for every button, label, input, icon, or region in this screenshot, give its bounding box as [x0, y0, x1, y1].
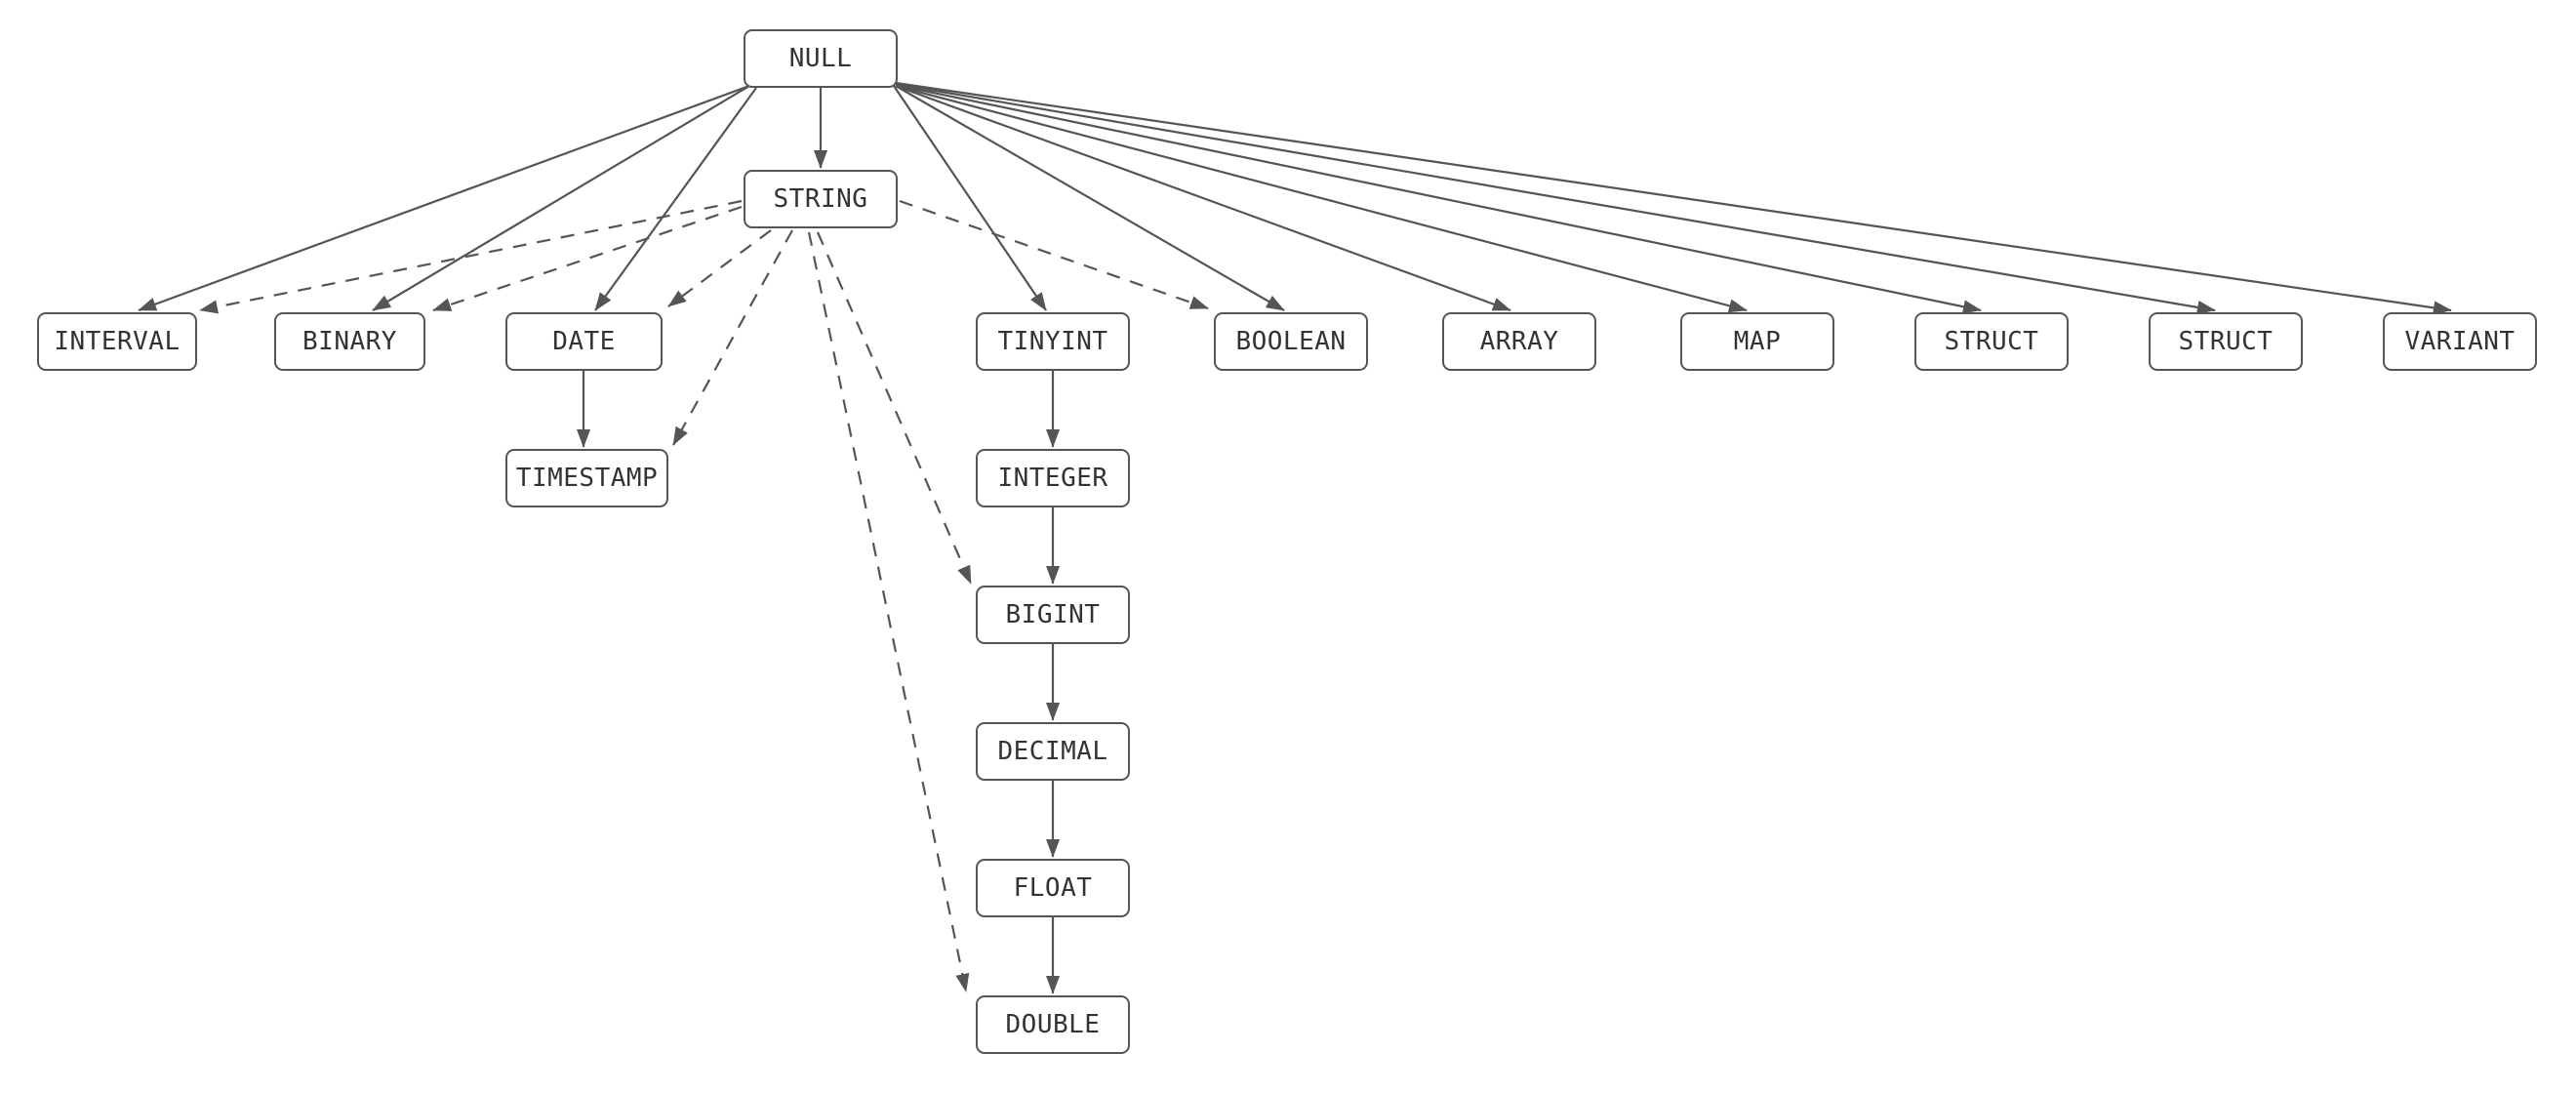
node-timestamp[interactable]: TIMESTAMP	[505, 449, 668, 507]
edge-null-to-date	[594, 87, 757, 311]
edge-null-to-variant	[895, 81, 2452, 315]
node-label-binary: BINARY	[302, 327, 397, 356]
node-null[interactable]: NULL	[744, 29, 898, 88]
node-label-integer: INTEGER	[997, 464, 1108, 493]
node-label-timestamp: TIMESTAMP	[515, 464, 659, 493]
node-label-boolean: BOOLEAN	[1235, 327, 1347, 356]
node-decimal[interactable]: DECIMAL	[976, 722, 1130, 781]
node-boolean[interactable]: BOOLEAN	[1214, 312, 1368, 371]
node-label-variant: VARIANT	[2404, 327, 2516, 356]
node-struct1[interactable]: STRUCT	[1914, 312, 2069, 371]
node-double[interactable]: DOUBLE	[976, 995, 1130, 1054]
edge-string-to-bigint	[816, 231, 973, 585]
edge-null-to-struct1	[895, 83, 1982, 314]
edge-null-to-binary	[372, 85, 750, 311]
node-struct2[interactable]: STRUCT	[2149, 312, 2303, 371]
node-label-date: DATE	[552, 327, 616, 356]
node-date[interactable]: DATE	[505, 312, 663, 371]
node-label-array: ARRAY	[1479, 327, 1559, 356]
node-integer[interactable]: INTEGER	[976, 449, 1130, 507]
edge-string-to-double	[807, 231, 970, 992]
node-label-struct1: STRUCT	[1944, 327, 2039, 356]
node-string[interactable]: STRING	[744, 170, 898, 228]
node-label-map: MAP	[1733, 327, 1782, 356]
node-float[interactable]: FLOAT	[976, 859, 1130, 917]
node-label-double: DOUBLE	[1005, 1010, 1101, 1039]
edge-null-to-interval	[138, 84, 750, 312]
edge-null-to-array	[895, 84, 1511, 312]
edge-null-to-map	[895, 84, 1748, 313]
node-array[interactable]: ARRAY	[1442, 312, 1596, 371]
edge-null-to-boolean	[895, 85, 1285, 311]
node-label-float: FLOAT	[1013, 873, 1093, 903]
edge-string-to-binary	[432, 205, 743, 312]
node-label-decimal: DECIMAL	[997, 737, 1108, 766]
edge-null-to-tinyint	[893, 85, 1047, 311]
node-label-string: STRING	[773, 184, 868, 214]
edges-group	[138, 81, 2452, 994]
node-interval[interactable]: INTERVAL	[37, 312, 197, 371]
node-label-tinyint: TINYINT	[997, 327, 1108, 356]
node-label-null: NULL	[788, 44, 853, 73]
edge-string-to-boolean	[899, 199, 1209, 310]
node-label-interval: INTERVAL	[54, 327, 181, 356]
edge-string-to-date	[667, 229, 772, 307]
node-tinyint[interactable]: TINYINT	[976, 312, 1130, 371]
node-map[interactable]: MAP	[1680, 312, 1834, 371]
node-variant[interactable]: VARIANT	[2383, 312, 2537, 371]
edge-string-to-timestamp	[672, 229, 793, 446]
node-binary[interactable]: BINARY	[274, 312, 425, 371]
node-label-struct2: STRUCT	[2178, 327, 2274, 356]
node-label-bigint: BIGINT	[1005, 600, 1101, 629]
node-bigint[interactable]: BIGINT	[976, 586, 1130, 644]
edge-string-to-interval	[199, 199, 743, 314]
edge-null-to-struct2	[895, 82, 2216, 314]
